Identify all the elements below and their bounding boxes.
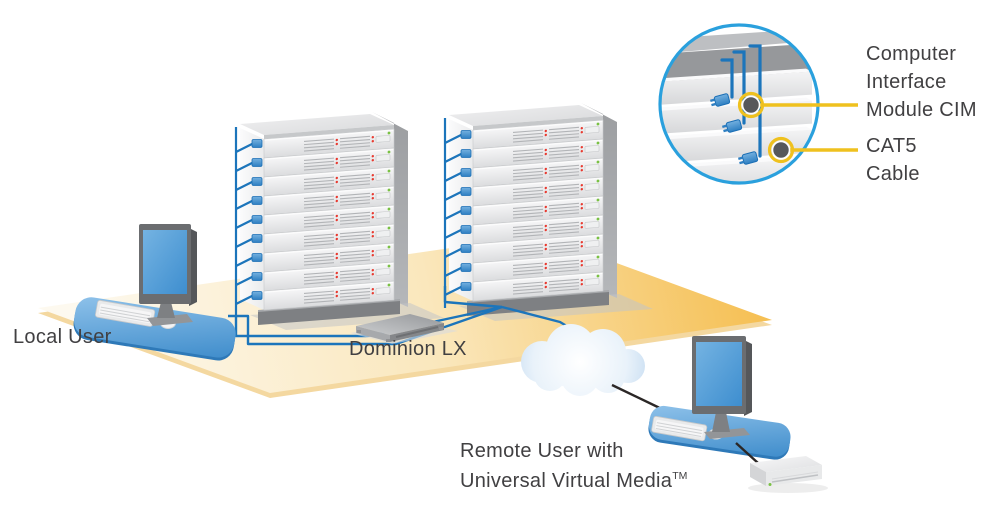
cim-marker-dot — [737, 91, 765, 119]
network-links — [611, 383, 667, 413]
network-cloud-icon — [521, 324, 645, 396]
remote-user-label: Remote User with Universal Virtual Media… — [460, 440, 688, 492]
cim-label: Computer Interface Module CIM — [866, 43, 977, 121]
cat5-marker-dot — [767, 136, 795, 164]
trademark-superscript: TM — [672, 470, 688, 482]
cat5-label: CAT5 Cable — [866, 135, 920, 185]
remote-user-workstation — [648, 336, 828, 493]
monitor-icon — [139, 224, 197, 326]
local-user-workstation — [73, 224, 236, 361]
monitor-screen — [696, 342, 742, 406]
cable-rack2-to-switch — [443, 286, 503, 309]
monitor-screen — [143, 230, 187, 294]
monitor-icon — [692, 336, 752, 439]
link-remote-to-drive — [735, 442, 759, 464]
dominion-lx-label: Dominion LX — [349, 338, 467, 360]
cim-callout — [658, 23, 858, 185]
local-user-label: Local User — [13, 326, 112, 348]
keyboard-icon — [95, 299, 156, 327]
virtual-media-drive-icon — [748, 456, 828, 493]
link-cloud-to-remote — [611, 383, 667, 413]
dominion-lx-device — [350, 314, 458, 344]
